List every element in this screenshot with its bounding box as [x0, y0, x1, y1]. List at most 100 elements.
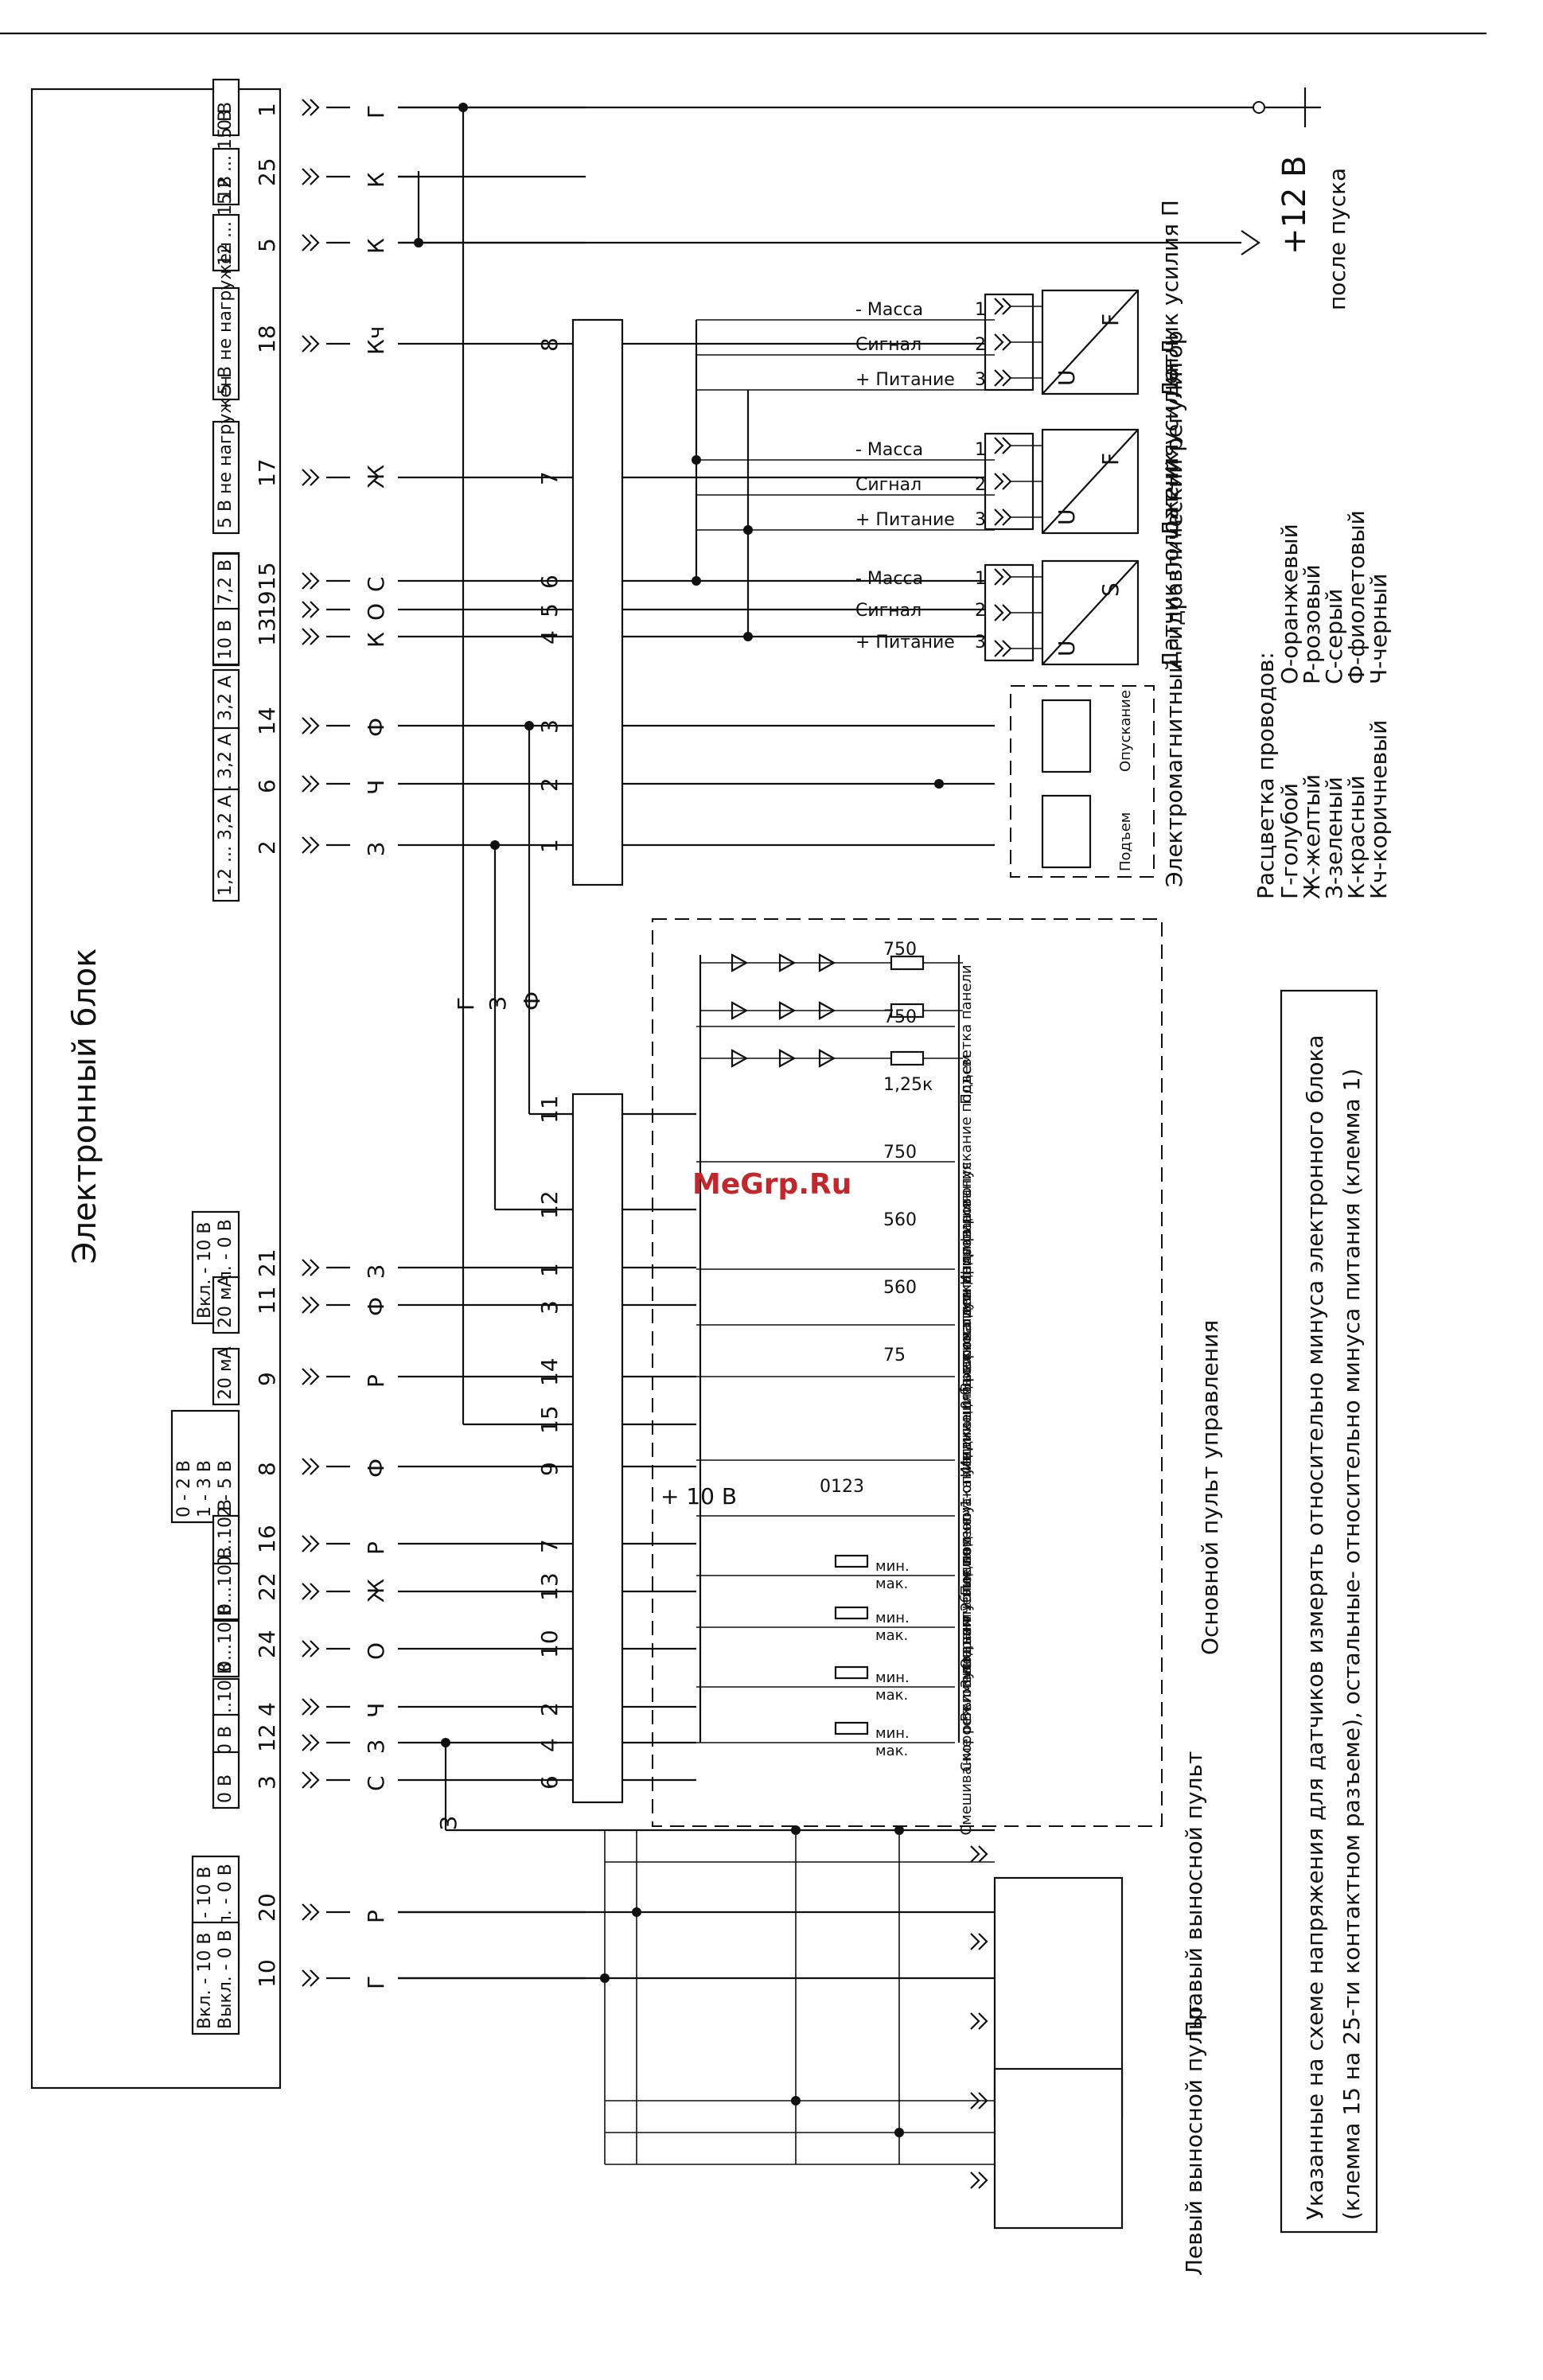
svg-text:З: З [363, 1264, 389, 1279]
connector-chevron [302, 601, 312, 618]
panel-connector-pin: 7 [536, 1539, 563, 1553]
connector-chevron [310, 1296, 320, 1314]
connector-chevron [978, 2172, 988, 2189]
potentiometer [834, 1554, 869, 1568]
wire-color-code: С [363, 1775, 389, 1791]
svg-text:Электронный блок: Электронный блок [67, 948, 103, 1264]
pin-number: 17 [254, 458, 280, 487]
svg-text:Ф: Ф [519, 991, 545, 1011]
legend-entry: О-оранжевый [1276, 524, 1303, 684]
svg-text:Электромагнитный гидравлически: Электромагнитный гидравлический регулято… [1161, 330, 1187, 887]
regulator-connector-pin: 6 [536, 575, 563, 589]
pin-value-text: 0...10 В [216, 1547, 236, 1615]
led-diode [731, 1049, 749, 1068]
svg-text:6: 6 [254, 779, 280, 793]
connector-chevron [302, 335, 312, 353]
svg-text:Подъем-опускание: Подъем-опускание [958, 1452, 975, 1596]
connector-chevron [310, 836, 320, 854]
svg-text:Индикация диагностики: Индикация диагностики [958, 1291, 975, 1478]
force-left-f: F [1097, 453, 1124, 465]
connector-chevron [310, 717, 320, 734]
panel-item-label: Индикация диагностики [958, 1291, 975, 1478]
pin-value-box [212, 286, 240, 401]
svg-text:З: З [485, 996, 511, 1011]
regulator-connector [571, 318, 624, 886]
resistor [890, 1050, 925, 1066]
pin-number: 8 [254, 1462, 280, 1476]
wire-color-code: С [363, 576, 389, 592]
junction-dot [524, 721, 534, 730]
position-pin-num: 1 [975, 569, 986, 589]
pin-number: 6 [254, 779, 280, 793]
panel-connector-pin: 15 [536, 1405, 563, 1434]
svg-text:Величина заглубления: Величина заглубления [958, 1548, 975, 1722]
resistor-value: 1,25к [883, 1075, 933, 1095]
regulator-title: Электромагнитный гидравлический регулято… [1161, 330, 1187, 887]
pin-value-text: 0 В [216, 1774, 236, 1803]
panel-connector-pin: 1 [536, 1263, 563, 1277]
pin-value-text: 0...10 В [216, 1499, 236, 1567]
svg-text:З: З [363, 842, 389, 856]
svg-text:7: 7 [536, 471, 563, 485]
pin-number: 15 [254, 562, 280, 590]
svg-text:0...10 В: 0...10 В [216, 1604, 236, 1672]
regulator-coil2-label: Подъем [1117, 812, 1134, 871]
junction-dot [934, 779, 944, 789]
connector-chevron [994, 604, 1004, 621]
led-diode [778, 953, 797, 972]
connector-chevron [310, 775, 320, 793]
connector-chevron [302, 717, 312, 734]
svg-text:2: 2 [536, 1702, 563, 1716]
legend-entry: С-серый [1321, 589, 1347, 684]
svg-text:2: 2 [254, 840, 280, 855]
junction-dot [632, 1907, 641, 1917]
svg-text:4: 4 [536, 630, 563, 645]
plus12v-label: +12 В [1276, 155, 1313, 255]
pot-min: мин. [875, 1610, 910, 1626]
resistor-value: 560 [883, 1278, 917, 1298]
svg-text:5: 5 [536, 603, 563, 617]
connector-chevron [310, 1535, 320, 1552]
connector-chevron [994, 333, 1004, 351]
svg-text:Р: Р [363, 1541, 389, 1555]
regulator-connector-pin: 5 [536, 603, 563, 617]
svg-text:24: 24 [254, 1630, 280, 1658]
force-left-pin-num: 3 [975, 510, 986, 530]
led-diode [818, 953, 836, 972]
wire-color-code: Ф [363, 718, 389, 737]
svg-text:9: 9 [536, 1462, 563, 1476]
panel-item-label: Индикация режима демпфирования [958, 1195, 975, 1471]
position-pin-num: 3 [975, 633, 986, 652]
svg-text:Скорость опускания: Скорость опускания [958, 1618, 975, 1771]
svg-text:Ф: Ф [363, 718, 389, 737]
force-left-pin-num: 1 [975, 440, 986, 460]
position-u: U [1054, 641, 1080, 657]
svg-text:К: К [363, 632, 389, 648]
regulator-connector-pin: 1 [536, 839, 563, 853]
svg-text:3: 3 [536, 719, 563, 734]
regulator-connector-pin: 8 [536, 337, 563, 352]
svg-text:Кч-коричневый: Кч-коричневый [1366, 720, 1392, 899]
connector-chevron [310, 1698, 320, 1716]
connector-chevron [970, 2092, 980, 2109]
pin-value-text: 5 В не нагружен [216, 242, 236, 395]
led-diode [778, 1049, 797, 1068]
connector-chevron [302, 1259, 312, 1276]
regulator-coil1-label: Опускание [1117, 690, 1134, 772]
connector-chevron [310, 1640, 320, 1657]
panel-connector-pin: 14 [536, 1357, 563, 1386]
legend-entry: З-зеленый [1321, 777, 1347, 899]
svg-text:Датчик усилия Л: Датчик усилия Л [1157, 339, 1183, 537]
panel-connector-pin: 2 [536, 1702, 563, 1716]
svg-text:15: 15 [536, 1405, 563, 1434]
regulator-coil-raise [1041, 794, 1092, 869]
force-left-u: U [1054, 509, 1080, 526]
svg-text:Опускание: Опускание [1117, 690, 1134, 772]
main-panel-label: Основной пульт управления [1197, 1320, 1223, 1655]
svg-text:0 В: 0 В [216, 1774, 236, 1803]
connector-chevron [302, 1903, 312, 1921]
pin-number: 18 [254, 325, 280, 353]
pin-number: 13 [254, 617, 280, 646]
resistor-value: 750 [883, 1007, 917, 1027]
connector-chevron [970, 2172, 980, 2189]
